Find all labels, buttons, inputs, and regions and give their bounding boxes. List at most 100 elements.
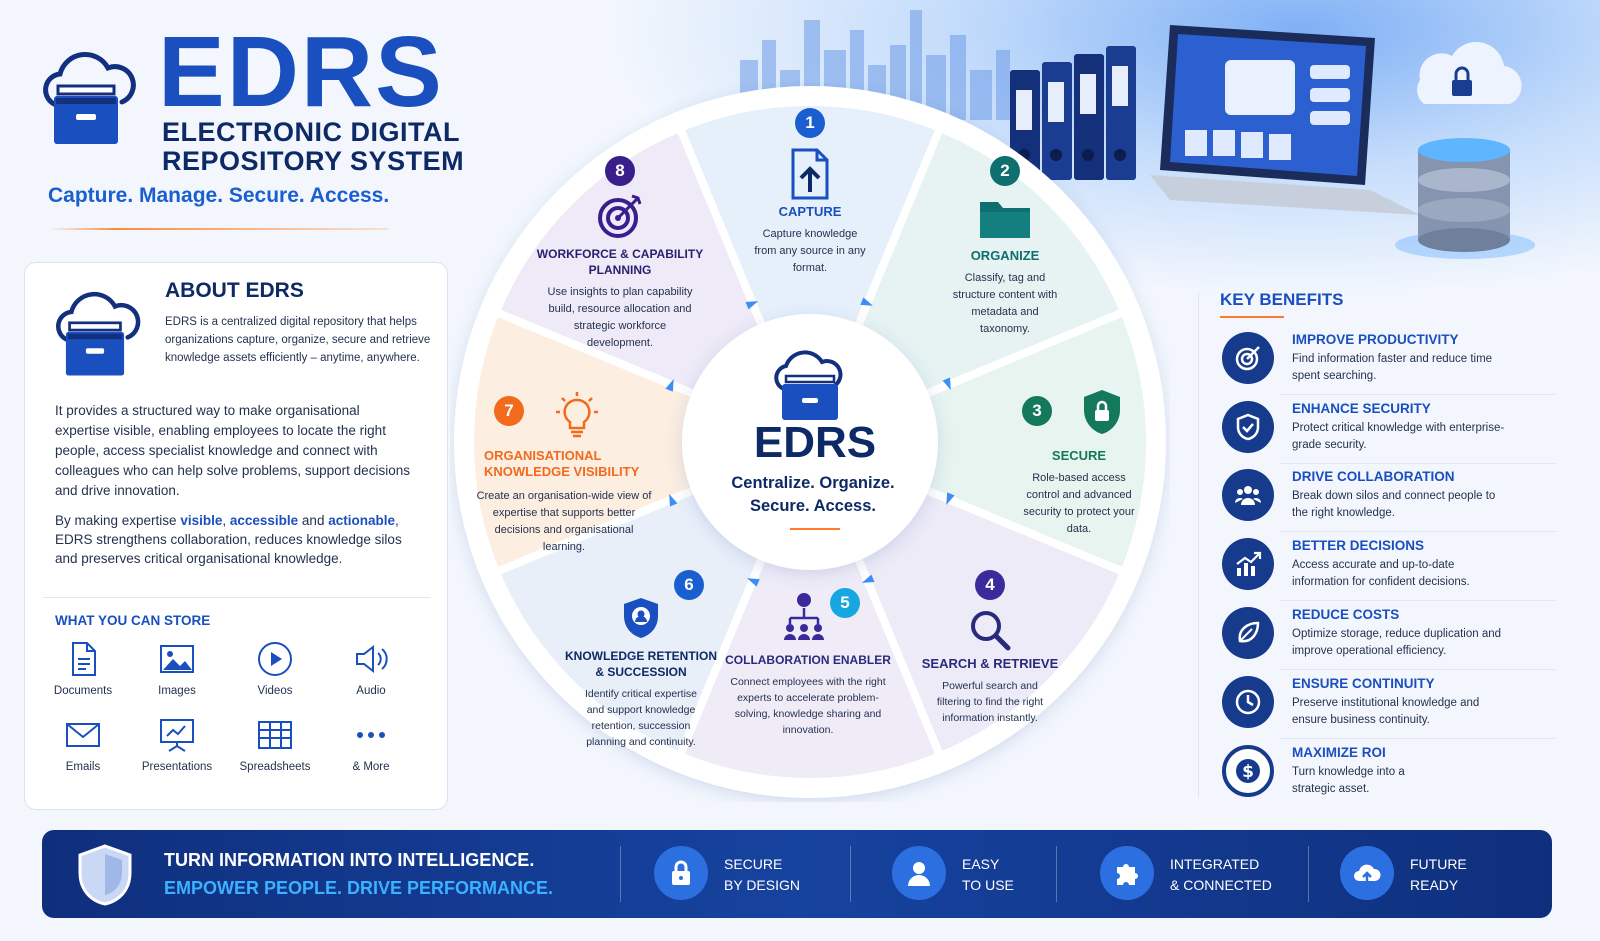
about-p3-text: and bbox=[298, 513, 329, 528]
benefit-icon-circle: $ bbox=[1222, 745, 1274, 797]
benefit-description: Protect critical knowledge with enterpri… bbox=[1292, 422, 1505, 451]
user-icon bbox=[908, 862, 930, 886]
segment-secure: 3 SECURE Role-based access control and a… bbox=[996, 388, 1162, 538]
benefit-maximize-roi: $ MAXIMIZE ROI Turn knowledge into a str… bbox=[1222, 745, 1552, 807]
footer-headline-1: TURN INFORMATION INTO INTELLIGENCE. bbox=[164, 850, 535, 870]
video-icon bbox=[258, 642, 292, 676]
segment-description: Create an organisation-wide view of expe… bbox=[476, 490, 652, 553]
about-paragraph-1: EDRS is a centralized digital repository… bbox=[165, 316, 431, 364]
benefit-improve-productivity: IMPROVE PRODUCTIVITY Find information fa… bbox=[1222, 332, 1556, 395]
wheel-segment-5 bbox=[674, 431, 946, 786]
about-p3-text: By making expertise bbox=[55, 513, 181, 528]
step-number: 6 bbox=[674, 570, 704, 600]
brand-subtitle: ELECTRONIC DIGITAL REPOSITORY SYSTEM bbox=[162, 118, 464, 176]
store-item-label: Spreadsheets bbox=[239, 761, 311, 773]
store-item-label: & More bbox=[352, 761, 390, 773]
shield-icon bbox=[1236, 413, 1260, 441]
benefit-description: Preserve institutional knowledge and ens… bbox=[1292, 697, 1480, 726]
presentation-icon bbox=[160, 719, 194, 752]
benefit-description: Access accurate and up-to-date informati… bbox=[1292, 559, 1470, 588]
step-number: 3 bbox=[1022, 396, 1052, 426]
about-p3-text: , bbox=[222, 513, 230, 528]
segment-title: SECURE bbox=[1051, 448, 1107, 463]
store-item-label: Documents bbox=[53, 685, 113, 697]
benefit-ensure-continuity: ENSURE CONTINUITY Preserve institutional… bbox=[1222, 676, 1556, 739]
step-number: 4 bbox=[975, 570, 1005, 600]
lightbulb-icon bbox=[556, 392, 598, 438]
segment-description: Identify critical expertise and support … bbox=[584, 688, 698, 748]
wheel-arrow bbox=[747, 578, 760, 587]
benefit-icon-circle bbox=[1222, 676, 1274, 728]
hub-subtitle-line-1: Centralize. Organize. bbox=[731, 474, 895, 492]
people-icon bbox=[1235, 486, 1261, 505]
benefit-separator bbox=[1280, 463, 1556, 464]
about-panel: ABOUT EDRS EDRS is a centralized digital… bbox=[24, 262, 448, 810]
store-item-audio: Audio bbox=[331, 639, 411, 697]
benefit-better-decisions: BETTER DECISIONS Access accurate and up-… bbox=[1222, 538, 1556, 601]
shield-lock-icon bbox=[1084, 390, 1120, 434]
segment-title: WORKFORCE & CAPABILITY PLANNING bbox=[536, 247, 704, 277]
about-paragraph-3: By making expertise visible, accessible … bbox=[55, 511, 415, 568]
subtitle-line-1: ELECTRONIC DIGITAL bbox=[162, 117, 460, 147]
tagline: Capture. Manage. Secure. Access. bbox=[48, 184, 390, 207]
more-icon bbox=[357, 732, 385, 738]
benefit-description: Find information faster and reduce time … bbox=[1292, 353, 1493, 382]
svg-text:$: $ bbox=[1242, 762, 1254, 782]
step-number: 8 bbox=[605, 156, 635, 186]
network-people-icon bbox=[784, 593, 824, 640]
footer-icon-circle bbox=[654, 846, 708, 900]
binders-graphic bbox=[1010, 46, 1136, 180]
benefits-title-underline bbox=[1220, 316, 1284, 318]
segment-capture: 1 CAPTURE Capture knowledge from any sou… bbox=[736, 108, 884, 277]
about-p3-emphasis-visible: visible bbox=[180, 513, 223, 528]
segment-collaboration-enabler: 5 COLLABORATION ENABLER Connect employee… bbox=[718, 588, 898, 738]
wheel-segment-1 bbox=[674, 98, 946, 453]
about-paragraph-2: It provides a structured way to make org… bbox=[55, 403, 410, 498]
search-icon bbox=[971, 611, 1011, 651]
benefit-description: Break down silos and connect people to t… bbox=[1292, 490, 1496, 519]
step-number: 7 bbox=[494, 396, 524, 426]
audio-icon bbox=[356, 644, 388, 674]
footer-divider bbox=[620, 846, 621, 902]
footer-feature-line-1: SECURE bbox=[724, 856, 783, 872]
step-number: 5 bbox=[830, 588, 860, 618]
footer-divider bbox=[850, 846, 851, 902]
image-icon bbox=[160, 645, 194, 673]
segment-workforce-planning: 8 WORKFORCE & CAPABILITY PLANNING Use in… bbox=[530, 156, 710, 352]
cloud-upload-icon bbox=[1354, 864, 1381, 883]
step-number: 1 bbox=[795, 108, 825, 138]
wheel-arrow bbox=[946, 492, 955, 505]
store-item-spreadsheets: Spreadsheets bbox=[235, 715, 315, 773]
segment-title: ORGANIZE bbox=[970, 248, 1040, 263]
benefit-description: Turn knowledge into a strategic asset. bbox=[1292, 766, 1405, 795]
benefit-icon-circle bbox=[1222, 332, 1274, 384]
footer-feature-line-2: READY bbox=[1410, 877, 1459, 893]
store-item-label: Images bbox=[158, 685, 196, 697]
shield-icon bbox=[78, 844, 132, 906]
benefit-reduce-costs: REDUCE COSTS Optimize storage, reduce du… bbox=[1222, 607, 1556, 670]
segment-title: ORGANISATIONAL KNOWLEDGE VISIBILITY bbox=[484, 448, 640, 479]
benefit-title: DRIVE COLLABORATION bbox=[1292, 469, 1455, 484]
footer-feature-line-1: EASY bbox=[962, 856, 1000, 872]
footer-divider bbox=[1308, 846, 1309, 902]
segment-description: Role-based access control and advanced s… bbox=[1023, 472, 1135, 535]
leaf-icon bbox=[1238, 621, 1260, 643]
wheel-hub bbox=[682, 314, 938, 570]
footer-feature-label: INTEGRATED& CONNECTED bbox=[1170, 854, 1272, 896]
wheel-segment-3 bbox=[799, 306, 1154, 578]
store-item-label: Emails bbox=[65, 761, 101, 773]
segment-title: SEARCH & RETRIEVE bbox=[921, 656, 1059, 671]
store-item-images: Images bbox=[137, 639, 217, 697]
hub-subtitle-line-2: Secure. Access. bbox=[750, 497, 876, 515]
footer-feature-line-2: TO USE bbox=[962, 877, 1014, 893]
store-title: WHAT YOU CAN STORE bbox=[55, 613, 211, 628]
benefit-enhance-security: ENHANCE SECURITY Protect critical knowle… bbox=[1222, 401, 1556, 464]
wheel-arrow bbox=[861, 574, 875, 583]
spreadsheet-icon bbox=[258, 721, 292, 749]
shield-person-icon bbox=[624, 598, 658, 638]
target-icon bbox=[1235, 346, 1260, 371]
benefit-icon-circle bbox=[1222, 469, 1274, 521]
benefit-separator bbox=[1280, 531, 1556, 532]
wheel-arrow bbox=[665, 379, 674, 392]
